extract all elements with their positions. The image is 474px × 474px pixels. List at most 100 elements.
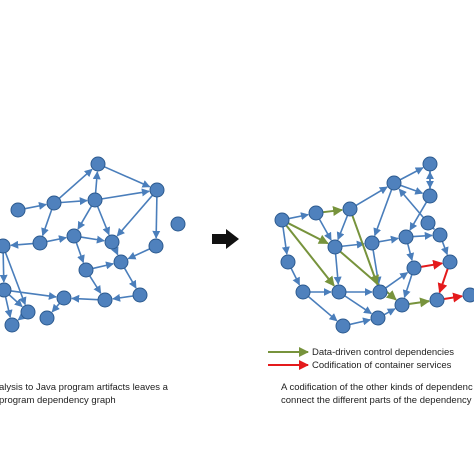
- right-edge-11: [281, 226, 290, 255]
- left-node-1: [10, 202, 26, 218]
- left-edge-2: [104, 166, 151, 188]
- right-edge-16: [333, 253, 342, 285]
- left-node-3: [87, 192, 103, 208]
- right-node-7: [280, 254, 296, 270]
- right-node-13: [331, 284, 347, 300]
- left-edge-20: [8, 294, 23, 308]
- right-edge-29-data-driven: [285, 224, 335, 287]
- right-edge-36: [398, 188, 425, 219]
- right-node-19: [394, 297, 410, 313]
- caption-left-line-2: program dependency graph: [0, 395, 116, 406]
- left-edge-21: [51, 302, 61, 313]
- right-node-4: [386, 175, 402, 191]
- right-node-6: [420, 215, 436, 231]
- left-node-4: [149, 182, 165, 198]
- caption-right: A codification of the other kinds of dep…: [281, 381, 473, 407]
- left-node-11: [78, 262, 94, 278]
- right-node-9: [364, 235, 380, 251]
- right-edge-1-data-driven: [322, 206, 344, 216]
- left-node-6: [66, 228, 82, 244]
- right-node-3: [342, 201, 358, 217]
- right-node-2: [308, 205, 324, 221]
- left-node-12: [113, 254, 129, 270]
- right-edge-12: [290, 267, 301, 286]
- left-edge-24: [10, 240, 34, 249]
- right-edge-19: [440, 241, 449, 256]
- left-edge-10: [152, 196, 161, 239]
- left-edge-0: [58, 168, 93, 199]
- caption-right-line-1: A codification of the other kinds of dep…: [281, 382, 473, 393]
- left-edge-28: [127, 248, 150, 260]
- right-edge-15: [412, 231, 433, 240]
- left-node-19: [4, 317, 20, 333]
- left-node-18: [39, 310, 55, 326]
- left-edge-1: [92, 171, 101, 194]
- left-edge-9: [116, 194, 154, 237]
- left-edge-18: [0, 252, 8, 283]
- right-edge-4: [400, 184, 424, 195]
- left-node-0: [90, 156, 106, 172]
- left-edge-25: [4, 296, 13, 318]
- right-node-14: [372, 284, 388, 300]
- left-node-15: [97, 292, 113, 308]
- right-edge-26: [383, 308, 396, 316]
- right-node-11: [432, 227, 448, 243]
- legend-label-data-driven: Data-driven control dependencies: [312, 347, 454, 358]
- left-edge-5: [24, 201, 47, 210]
- right-edge-0: [288, 212, 309, 220]
- right-edge-30-data-driven: [351, 215, 379, 286]
- legend: Data-driven control dependencies Codific…: [268, 347, 454, 371]
- left-edge-16: [89, 275, 102, 294]
- left-edge-22: [17, 312, 27, 321]
- right-edge-8: [373, 189, 393, 237]
- left-edge-11: [80, 235, 105, 244]
- right-edge-7: [336, 215, 349, 241]
- right-edge-18: [406, 243, 415, 262]
- left-edge-13: [46, 235, 67, 243]
- left-node-9: [148, 238, 164, 254]
- right-dependency-graph: [274, 156, 474, 334]
- right-edge-28-data-driven: [287, 222, 329, 245]
- left-edge-6: [41, 209, 53, 237]
- caption-left: alysis to Java program artifacts leaves …: [0, 381, 168, 407]
- right-edge-33-container: [437, 268, 449, 294]
- right-node-8: [327, 239, 343, 255]
- right-edge-34-container: [443, 292, 464, 303]
- right-edge-14: [378, 235, 399, 244]
- right-edge-13: [341, 240, 365, 249]
- right-edge-2: [355, 186, 388, 207]
- right-node-12: [295, 284, 311, 300]
- left-edge-19: [10, 290, 57, 300]
- left-edge-4: [60, 197, 88, 206]
- left-edge-27: [112, 293, 134, 302]
- left-edge-3: [101, 188, 150, 200]
- right-edge-32-data-driven: [408, 297, 431, 308]
- caption-right-line-2: connect the different parts of the depen…: [281, 395, 472, 406]
- right-node-10: [398, 229, 414, 245]
- left-node-13: [0, 282, 12, 298]
- left-node-17: [20, 304, 36, 320]
- left-edge-26: [71, 294, 99, 303]
- left-edge-14: [75, 242, 85, 264]
- right-node-1: [274, 212, 290, 228]
- left-node-2: [46, 195, 62, 211]
- left-node-14: [56, 290, 72, 306]
- right-edge-25: [349, 317, 371, 326]
- left-edge-17: [123, 267, 137, 289]
- right-node-0: [422, 156, 438, 172]
- left-edge-8: [96, 206, 111, 236]
- left-edge-23: [4, 252, 27, 306]
- right-edge-3: [399, 167, 424, 181]
- right-arrow-icon: [212, 229, 239, 249]
- right-node-15: [406, 260, 422, 276]
- right-edge-6: [318, 218, 332, 241]
- right-node-20: [429, 292, 445, 308]
- right-node-5: [422, 188, 438, 204]
- right-node-21: [462, 287, 474, 303]
- left-node-16: [132, 287, 148, 303]
- right-edge-9: [409, 201, 428, 231]
- left-node-10: [170, 216, 186, 232]
- left-node-7: [104, 234, 120, 250]
- right-edge-23: [307, 295, 338, 322]
